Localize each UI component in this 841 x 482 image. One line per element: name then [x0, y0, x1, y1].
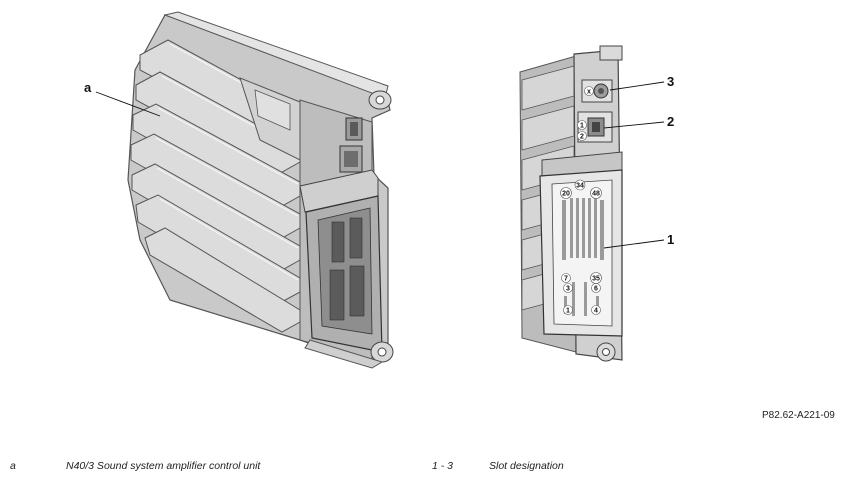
amplifier-unit-front-view: x 1 2 34 20 48 7 [519, 45, 623, 362]
slot2-pin2-label: 2 [580, 134, 584, 141]
figure-reference: P82.62-A221-09 [762, 410, 835, 421]
pin-6-label: 6 [594, 286, 598, 293]
pin-4-label: 4 [594, 308, 598, 315]
legend-key-a: a [10, 460, 16, 472]
callout-1: 1 [667, 232, 675, 247]
slot2-pin1-label: 1 [580, 123, 584, 130]
pin-3-label: 3 [566, 286, 570, 293]
pin-1-label: 1 [566, 308, 570, 315]
pin-34-label: 34 [576, 183, 584, 190]
callout-3: 3 [667, 74, 675, 89]
slot3-marker: x [587, 89, 591, 96]
legend-text-slots: Slot designation [489, 460, 564, 472]
pin-35-label: 35 [592, 276, 600, 283]
leader-lines [95, 81, 665, 249]
pin-20-label: 20 [562, 191, 570, 198]
amplifier-unit-left-view [127, 11, 394, 369]
pin-7-label: 7 [564, 276, 568, 283]
pin-48-label: 48 [592, 191, 600, 198]
legend-text-a: N40/3 Sound system amplifier control uni… [66, 460, 261, 472]
callout-a: a [84, 80, 92, 95]
callout-2: 2 [667, 114, 675, 129]
legend-key-slots: 1 - 3 [432, 460, 454, 472]
